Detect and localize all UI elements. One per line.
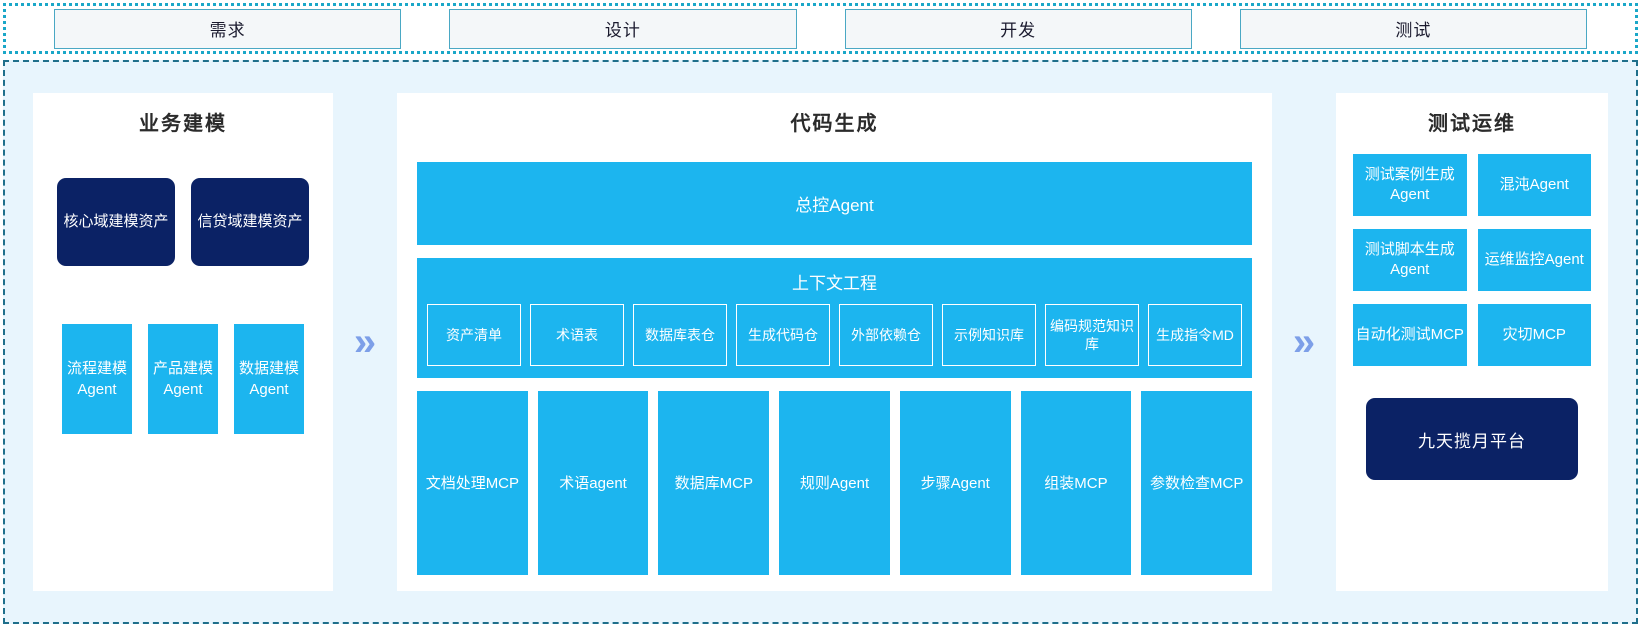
tool-card-step-agent[interactable]: 步骤Agent — [899, 391, 1011, 575]
platform-card-jiutian-lanyue[interactable]: 九天揽月平台 — [1366, 398, 1578, 480]
agent-card-process-modeling[interactable]: 流程建模Agent — [62, 324, 132, 434]
business-agent-card-row: 流程建模Agent 产品建模Agent 数据建模Agent — [33, 324, 333, 434]
platform-card-wrapper: 九天揽月平台 — [1336, 398, 1608, 480]
context-item-label: 生成指令MD — [1156, 326, 1234, 343]
context-engineering-item-row: 资产清单 术语表 数据库表仓 生成代码仓 外部依赖仓 示例知 — [427, 304, 1242, 366]
chevron-glyph: » — [353, 320, 377, 364]
panel-test-operations: 测试运维 测试案例生成Agent 混沌Agent 测试脚本生成Agent 运维监… — [1336, 93, 1608, 591]
card-label: 混沌Agent — [1499, 175, 1569, 193]
asset-card-label: 信贷域建模资产 — [197, 212, 303, 230]
card-label: 运维监控Agent — [1484, 250, 1584, 268]
context-item-label: 外部依赖仓 — [851, 326, 921, 343]
chevron-right-icon: » — [333, 62, 397, 622]
card-ops-monitoring-agent[interactable]: 运维监控Agent — [1477, 229, 1591, 291]
context-item-label: 数据库表仓 — [645, 326, 715, 343]
phase-box-requirements[interactable]: 需求 — [54, 8, 402, 49]
agent-card-product-modeling[interactable]: 产品建模Agent — [148, 324, 218, 434]
tool-card-label: 术语agent — [559, 474, 627, 492]
phase-label: 需求 — [209, 21, 246, 40]
context-item-generation-instruction-md[interactable]: 生成指令MD — [1148, 304, 1242, 366]
card-label: 自动化测试MCP — [1355, 325, 1464, 343]
panel-title-business-modeling: 业务建模 — [139, 113, 227, 135]
tool-card-label: 参数检查MCP — [1150, 474, 1244, 492]
card-label: 测试脚本生成Agent — [1364, 240, 1455, 278]
tool-card-rule-agent[interactable]: 规则Agent — [779, 391, 890, 575]
agent-card-data-modeling[interactable]: 数据建模Agent — [234, 324, 304, 434]
architecture-diagram-region: 业务建模 核心域建模资产 信贷域建模资产 流程建模Agent 产品建模Agent… — [3, 60, 1638, 624]
context-item-label: 术语表 — [556, 326, 598, 343]
card-disaster-switch-mcp[interactable]: 灾切MCP — [1477, 304, 1591, 366]
tool-card-label: 步骤Agent — [920, 474, 990, 492]
chevron-right-icon: » — [1272, 62, 1336, 622]
context-engineering-title: 上下文工程 — [792, 274, 877, 293]
phase-label: 测试 — [1395, 21, 1432, 40]
panel-title-code-generation: 代码生成 — [790, 113, 879, 135]
asset-card-credit-domain[interactable]: 信贷域建模资产 — [191, 178, 309, 266]
context-item-coding-standard-knowledge-base[interactable]: 编码规范知识库 — [1045, 304, 1139, 366]
context-engineering-block: 上下文工程 资产清单 术语表 数据库表仓 生成代码仓 外部依赖仓 — [417, 258, 1252, 378]
asset-card-core-domain[interactable]: 核心域建模资产 — [57, 178, 175, 266]
tool-card-assembly-mcp[interactable]: 组装MCP — [1020, 391, 1132, 575]
banner-label: 总控Agent — [795, 196, 874, 215]
chevron-glyph: » — [1292, 320, 1316, 364]
master-control-agent-banner[interactable]: 总控Agent — [417, 162, 1252, 245]
context-item-glossary[interactable]: 术语表 — [530, 304, 624, 366]
context-item-generated-code-repo[interactable]: 生成代码仓 — [736, 304, 830, 366]
tool-card-label: 组装MCP — [1044, 474, 1108, 492]
card-test-script-generation-agent[interactable]: 测试脚本生成Agent — [1353, 229, 1467, 291]
phase-box-design[interactable]: 设计 — [449, 8, 797, 49]
card-chaos-agent[interactable]: 混沌Agent — [1477, 154, 1591, 216]
phase-label: 开发 — [1000, 21, 1037, 40]
panel-title-test-operations: 测试运维 — [1428, 113, 1516, 135]
panel-code-generation: 代码生成 总控Agent 上下文工程 资产清单 术语表 数据库表仓 — [397, 93, 1272, 591]
phase-box-development[interactable]: 开发 — [844, 8, 1192, 49]
card-label: 测试案例生成Agent — [1364, 165, 1455, 203]
asset-card-label: 核心域建模资产 — [63, 212, 169, 230]
context-item-external-dependency-repo[interactable]: 外部依赖仓 — [839, 304, 933, 366]
agent-card-label: 产品建模Agent — [152, 360, 213, 398]
phase-label: 设计 — [604, 21, 641, 40]
tool-card-label: 规则Agent — [799, 474, 870, 492]
tool-card-label: 数据库MCP — [674, 474, 753, 492]
panel-business-modeling: 业务建模 核心域建模资产 信贷域建模资产 流程建模Agent 产品建模Agent… — [33, 93, 333, 591]
agent-card-label: 数据建模Agent — [238, 360, 299, 398]
context-item-label: 示例知识库 — [954, 326, 1024, 343]
context-item-example-knowledge-base[interactable]: 示例知识库 — [942, 304, 1036, 366]
code-generation-body: 总控Agent 上下文工程 资产清单 术语表 数据库表仓 生成代码仓 — [397, 136, 1272, 591]
tool-card-glossary-agent[interactable]: 术语agent — [537, 391, 649, 575]
context-item-label: 资产清单 — [446, 326, 502, 343]
context-item-label: 编码规范知识库 — [1050, 317, 1134, 352]
phase-strip: 需求 设计 开发 测试 — [3, 3, 1638, 54]
card-label: 灾切MCP — [1502, 325, 1566, 343]
tool-card-row: 文档处理MCP 术语agent 数据库MCP 规则Agent 步骤Agent 组… — [417, 391, 1253, 575]
business-asset-card-row: 核心域建模资产 信贷域建模资产 — [33, 178, 333, 266]
phase-box-testing[interactable]: 测试 — [1239, 8, 1587, 49]
card-automated-testing-mcp[interactable]: 自动化测试MCP — [1353, 304, 1467, 366]
agent-card-label: 流程建模Agent — [66, 360, 127, 398]
platform-card-label: 九天揽月平台 — [1418, 431, 1526, 451]
tool-card-parameter-check-mcp[interactable]: 参数检查MCP — [1141, 391, 1253, 575]
tool-card-database-mcp[interactable]: 数据库MCP — [658, 391, 770, 575]
test-operations-card-grid: 测试案例生成Agent 混沌Agent 测试脚本生成Agent 运维监控Agen… — [1336, 136, 1608, 366]
tool-card-document-processing-mcp[interactable]: 文档处理MCP — [417, 391, 528, 575]
context-item-label: 生成代码仓 — [748, 326, 818, 343]
context-item-db-table-repo[interactable]: 数据库表仓 — [633, 304, 727, 366]
card-test-case-generation-agent[interactable]: 测试案例生成Agent — [1353, 154, 1467, 216]
context-item-asset-list[interactable]: 资产清单 — [427, 304, 521, 366]
tool-card-label: 文档处理MCP — [425, 474, 520, 492]
